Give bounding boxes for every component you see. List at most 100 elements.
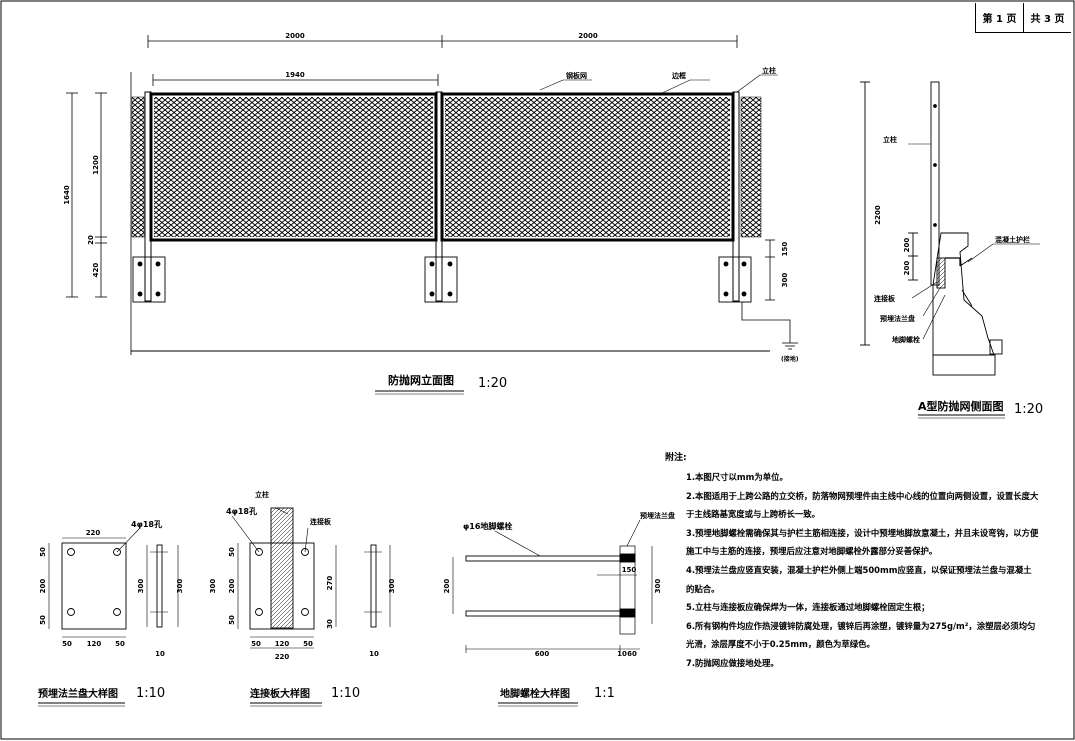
dim-panel: 1940	[285, 71, 305, 79]
note-line: 7.防抛网应做接地处理。	[686, 657, 779, 668]
side-dim-b: 200	[903, 261, 911, 276]
bolt-dim-h200: 200	[443, 579, 451, 594]
flange-dim-b50b: 50	[115, 640, 125, 648]
note-line: 4.预埋法兰盘应竖直安装，混凝土护栏外侧上端500mm应竖直，以保证预埋法兰盘与…	[686, 564, 1032, 575]
flange-text: 220 4φ18孔 50 200 50 50 120 50 300 300 10…	[38, 519, 184, 701]
plate-label-post: 立柱	[255, 490, 269, 499]
plate-title: 连接板大样图	[250, 687, 310, 700]
dim-span-2: 2000	[578, 32, 598, 40]
notes-list: 1.本图尺寸以mm为单位。 2.本图适用于上跨公路的立交桥，防落物网预埋件由主线…	[686, 468, 1056, 673]
page-total: 共 3 页	[1023, 3, 1071, 32]
plate-dim-s10: 10	[369, 650, 379, 658]
side-foundation	[932, 354, 996, 376]
steel-mesh-right-stub	[740, 96, 762, 238]
note-line: 光滑，涂层厚度不小于0.25mm，颜色为草绿色。	[686, 639, 875, 650]
grounding-wire	[741, 302, 791, 343]
bolt-dim-l150: 150	[622, 566, 637, 574]
side-label-flange: 预埋法兰盘	[880, 314, 915, 323]
label-frame: 边框	[671, 71, 686, 80]
ground-symbol-icon	[782, 342, 798, 350]
bolt-dim-l60: 60	[627, 650, 637, 658]
base-plates	[132, 256, 752, 303]
dim-gap: 20	[87, 235, 95, 245]
bolt-dim-l600: 600	[535, 650, 550, 658]
flange-label-holes: 4φ18孔	[131, 519, 162, 529]
flange-dim-50b: 50	[39, 615, 47, 625]
concrete-barrier	[932, 232, 995, 356]
side-label-barrier: 混凝土护栏	[995, 235, 1030, 244]
flange-dim-s300b: 300	[176, 579, 184, 594]
side-post	[930, 81, 940, 286]
elevation-dims-top	[147, 35, 738, 86]
flange-title: 预埋法兰盘大样图	[38, 687, 118, 700]
dim-mesh-height: 1200	[92, 155, 100, 175]
plate-dim-50a: 50	[228, 547, 236, 557]
plate-label-holes: 4φ18孔	[226, 506, 257, 516]
elevation-title: 防抛网立面图	[388, 373, 454, 387]
side-view	[860, 81, 1040, 419]
plate-detail	[231, 507, 391, 707]
note-line: 3.预埋地脚螺栓需确保其与护栏主筋相连接，设计中预埋地脚放意凝土，并且未设弯钩，…	[686, 527, 1039, 538]
plate-dim-w220: 220	[275, 653, 290, 661]
dim-total-height: 1640	[63, 185, 71, 205]
note-line: 施工中与主筋的连接，预埋后应注意对地脚螺栓外露部分妥善保护。	[686, 546, 938, 557]
sheet-index: 第 1 页 共 3 页	[975, 3, 1071, 33]
label-steel-mesh: 钢板网	[566, 71, 587, 80]
plate-label-plate: 连接板	[310, 517, 332, 526]
flange-scale: 1:10	[136, 686, 165, 701]
side-text: 立柱 混凝土护栏 连接板 预埋法兰盘 地脚螺栓 2200 200 200 A型防…	[874, 135, 1043, 417]
flange-detail	[38, 527, 179, 707]
plate-post	[270, 507, 294, 629]
note-line: 6.所有钢构件均应作热浸镀锌防腐处理，镀锌后再涂塑，镀锌量为275g/m²，涂塑…	[686, 620, 1036, 631]
side-title: A型防抛网侧面图	[918, 399, 1004, 413]
flange-dim-b120: 120	[87, 640, 102, 648]
side-plate	[936, 257, 946, 289]
flange-dim-s10: 10	[155, 650, 165, 658]
dim-span-1: 2000	[285, 32, 305, 40]
flange-dim-b50a: 50	[62, 640, 72, 648]
bolt-label-bolt: φ16地脚螺栓	[463, 521, 512, 531]
plate-dim-50b: 50	[228, 615, 236, 625]
note-line: 于主线路基宽度或与上跨桥长一致。	[686, 509, 820, 520]
note-line: 5.立柱与连接板应确保焊为一体，连接板通过地脚螺栓固定生根；	[686, 602, 930, 613]
bolt-text: φ16地脚螺栓 预埋法兰盘 200 600 150 300 10 60 地脚螺栓…	[443, 511, 675, 701]
plate-scale: 1:10	[331, 686, 360, 701]
notes-heading: 附注:	[665, 453, 687, 463]
plate-dim-200: 200	[228, 579, 236, 594]
panel-frame-1	[149, 92, 438, 242]
side-label-plate: 连接板	[874, 294, 896, 303]
note-line: 的贴合。	[686, 583, 720, 594]
bolt-detail	[452, 519, 653, 707]
label-post: 立柱	[762, 66, 776, 75]
plate-dim-s300: 300	[209, 579, 217, 594]
page-number: 第 1 页	[982, 14, 1017, 25]
flange-dim-w: 220	[86, 529, 101, 537]
flange-dim-s300: 300	[137, 579, 145, 594]
bolt-label-flange: 预埋法兰盘	[640, 511, 675, 520]
panel-frame-2	[440, 92, 735, 242]
plate-dim-b120: 120	[275, 640, 290, 648]
elevation-view	[66, 35, 798, 395]
side-dim-a: 200	[903, 238, 911, 253]
steel-mesh-1	[154, 97, 433, 237]
side-label-bolt: 地脚螺栓	[892, 335, 920, 344]
elevation-scale: 1:20	[478, 376, 507, 391]
bolt-dim-l10: 10	[617, 650, 627, 658]
label-ground: (接地)	[781, 355, 799, 363]
bolt-title: 地脚螺栓大样图	[500, 687, 570, 700]
plate-dim-s300b: 300	[388, 579, 396, 594]
bolt-scale: 1:1	[594, 686, 615, 701]
plate-dim-s270: 270	[326, 576, 334, 591]
elevation-dims-left	[66, 92, 107, 298]
plate-dim-s30: 30	[326, 619, 334, 629]
plate-dim-b50b: 50	[303, 640, 313, 648]
note-line: 2.本图适用于上跨公路的立交桥，防落物网预埋件由主线中心线的位置向两侧设置，设置…	[686, 490, 1039, 501]
elevation-leaders	[539, 74, 778, 95]
plate-text: 4φ18孔 立柱 连接板 50 200 50 300 50 120 50 220…	[209, 490, 396, 701]
side-label-post: 立柱	[883, 135, 897, 144]
dim-base-height: 420	[92, 263, 100, 278]
side-scale: 1:20	[1014, 402, 1043, 417]
plate-dim-b50a: 50	[251, 640, 261, 648]
